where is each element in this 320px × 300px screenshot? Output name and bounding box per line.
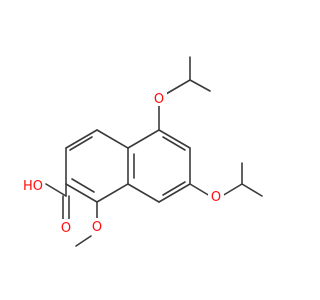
- ether-oxygen-right-label: O: [211, 190, 221, 205]
- label-background: [58, 219, 74, 235]
- bond: [127, 129, 160, 149]
- bond: [189, 79, 211, 92]
- bond: [158, 129, 191, 149]
- label-background: [23, 177, 45, 193]
- bond: [221, 183, 243, 197]
- molecule-diagram: HO O O O O: [23, 56, 263, 247]
- bond: [165, 79, 191, 95]
- atom-labels: HO O O O O: [23, 90, 224, 236]
- ether-oxygen-top-label: O: [154, 92, 164, 107]
- bond: [241, 183, 263, 197]
- bond-inner: [69, 136, 93, 151]
- bond-inner: [71, 178, 95, 193]
- carbonyl-oxygen-label: O: [61, 221, 71, 236]
- bond: [189, 183, 211, 197]
- bond: [96, 183, 129, 203]
- bond: [65, 129, 98, 149]
- bond-inner: [162, 136, 186, 151]
- label-background: [208, 188, 224, 204]
- bond-layer: [45, 56, 263, 247]
- label-background: [151, 90, 167, 106]
- hydroxyl-label: HO: [23, 179, 43, 194]
- bond: [65, 183, 98, 203]
- bond: [158, 183, 191, 203]
- label-background: [89, 218, 105, 234]
- methoxy-oxygen-label: O: [92, 220, 102, 235]
- bond: [96, 129, 129, 149]
- bond: [75, 235, 92, 247]
- bond: [127, 183, 160, 203]
- bond-inner: [162, 181, 186, 196]
- bond: [45, 183, 67, 197]
